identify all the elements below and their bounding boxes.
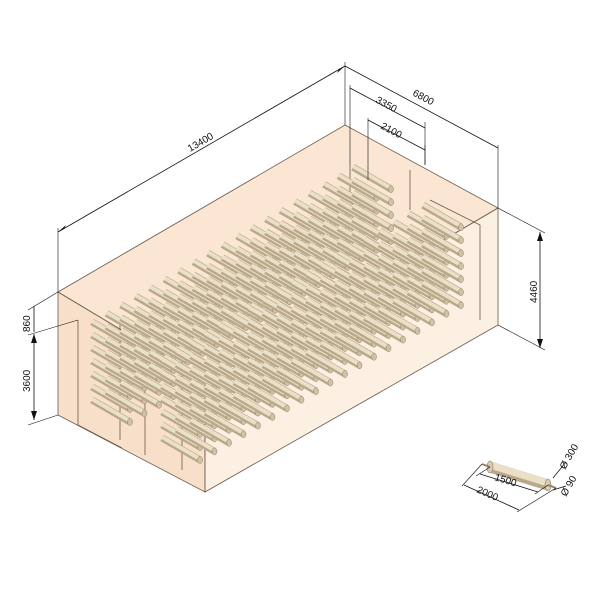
roller-end [211,447,218,456]
roller-end [400,335,406,344]
roller-end [458,249,464,257]
roller-end [388,224,394,232]
dim-label-6800: 6800 [411,88,436,108]
roller-end [458,288,464,296]
roller-highlight [247,383,289,410]
roller-end [240,430,247,438]
roller-end [414,327,421,335]
dim-label-860: 860 [22,315,33,332]
roller-end [356,361,363,370]
roller-end [284,404,290,413]
roller-end [371,353,377,361]
dim-top-gap: 860 [22,291,79,336]
roller-detail: Ø 300 Ø 90 1500 2000 [461,442,581,513]
roller-end [443,310,450,318]
roller-end [388,211,394,219]
roller-highlight [421,254,463,280]
roller-end [429,318,435,327]
dim-label-13400: 13400 [186,131,216,155]
roller-highlight [421,215,463,241]
roller-highlight [334,332,376,358]
roller-end [327,378,334,387]
roller-highlight [233,392,274,418]
roller-highlight [421,267,463,293]
roller-end [255,421,261,430]
roller-highlight [160,435,202,461]
rack-front [160,202,464,464]
roller-highlight [90,397,132,423]
dim-total-height: 4460 [497,207,546,351]
roller-end [141,409,148,418]
dim-label-4460: 4460 [529,280,540,303]
roller-highlight [421,241,463,267]
roller-highlight [218,400,260,427]
roller-end [269,413,276,421]
roller-end [458,223,464,231]
roller-highlight [305,349,347,375]
dim-label-2100: 2100 [379,121,404,141]
roller-highlight [276,366,318,392]
roller-end [156,401,162,409]
roller-highlight [421,202,463,228]
roller-highlight [175,426,216,453]
roller-highlight [351,177,393,203]
roller-highlight [392,297,434,324]
dim-label-3600: 3600 [22,369,33,392]
roller-highlight [105,388,146,415]
roller-end [458,275,464,283]
roller-shaft-diameter: Ø 90 [559,474,580,499]
roller-highlight [421,280,463,306]
roller-total-length: 2000 [475,485,500,504]
roller-highlight [351,164,393,190]
roller-end [388,185,394,193]
dim-rack-height: 3600 [22,334,59,426]
roller-end [298,396,305,404]
roller-highlight [119,380,161,406]
roller-outer-diameter: Ø 300 [558,442,581,471]
roller-end [458,236,464,244]
roller-end [388,198,394,206]
roller-highlight [363,314,405,341]
roller-end [197,456,203,464]
roller-highlight [320,340,361,367]
roller-highlight [291,357,332,384]
roller-end [458,262,464,270]
roller-end [385,344,392,352]
roller-highlight [189,418,231,444]
roller-highlight [351,190,393,216]
roller-highlight [421,228,463,254]
roller-end [226,439,232,447]
roller-highlight [349,323,390,349]
roller-highlight [407,289,448,315]
roller-highlight [262,375,303,401]
roller-highlight [351,203,393,229]
roller-end [458,301,464,309]
roller-highlight [378,306,419,332]
roller-end [342,370,348,378]
roller-end [313,387,319,395]
roller-highlight [204,409,245,435]
roller-end [127,418,133,426]
